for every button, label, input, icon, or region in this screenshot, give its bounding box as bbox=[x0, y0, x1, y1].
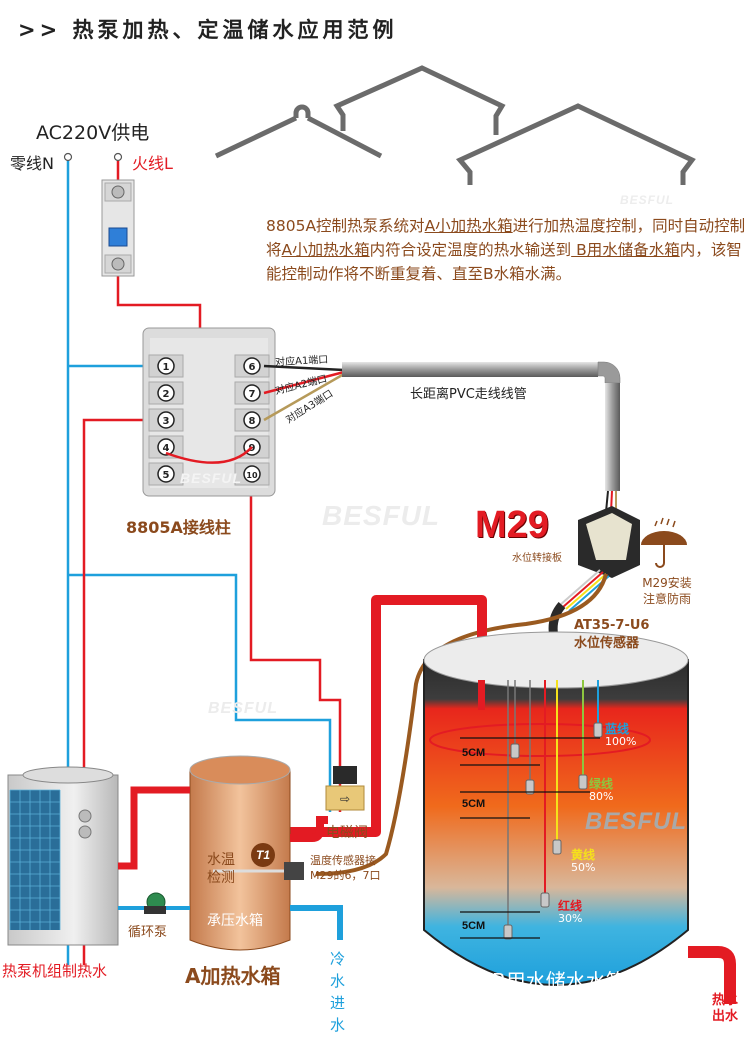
live-terminal bbox=[113, 152, 123, 162]
description-segment: 内，该智能控制动作将不断重复着、直至B水箱水满。 bbox=[266, 241, 742, 283]
terminal-8: 8 bbox=[234, 408, 270, 432]
description-segment: 内符合设定温度的热水输送到 bbox=[369, 241, 572, 259]
sensor-name: 水位传感器 bbox=[574, 636, 640, 651]
description-segment: 进行加热温度控制，同时自动控制将 bbox=[266, 217, 746, 259]
umbrella-icon bbox=[641, 517, 687, 568]
jumper-wire-4-9 bbox=[165, 446, 253, 464]
heat-pump-label: 热泵机组制热水 bbox=[2, 962, 108, 980]
terminal-number: 2 bbox=[163, 389, 170, 400]
description-segment: 8805A控制热泵系统对 bbox=[266, 217, 425, 235]
terminal-1: 1 bbox=[148, 354, 184, 378]
description-highlight: A小加热水箱 bbox=[281, 241, 370, 259]
description-highlight: B用水储备水箱 bbox=[571, 241, 680, 259]
tank-a bbox=[189, 755, 304, 951]
roof-outline bbox=[214, 65, 696, 185]
terminal-number: 3 bbox=[163, 416, 170, 427]
svg-text:⇨: ⇨ bbox=[340, 792, 350, 806]
temp-sensor-note-1: 温度传感器接 bbox=[310, 854, 376, 867]
watermark: BESFUL bbox=[585, 808, 687, 835]
terminal-number: 7 bbox=[249, 389, 256, 400]
reference-probe bbox=[503, 924, 513, 940]
description-text: 8805A控制热泵系统对A小加热水箱进行加热温度控制，同时自动控制将A小加热水箱… bbox=[266, 214, 746, 286]
neutral-terminal bbox=[63, 152, 73, 162]
temp-sensor-note-2: M29的6，7口 bbox=[310, 869, 381, 882]
level-percent: 50% bbox=[571, 861, 596, 874]
circulation-pump-icon bbox=[144, 892, 166, 914]
reference-probe bbox=[525, 779, 535, 795]
sensor-model: AT35-7-U6 bbox=[574, 618, 650, 633]
level-name: 红线 bbox=[558, 899, 583, 913]
hot-water-out-label: 热水出水 bbox=[712, 993, 739, 1024]
spacing-label: 5CM bbox=[462, 747, 486, 759]
terminal-5: 5 bbox=[148, 462, 184, 486]
level-probes bbox=[460, 680, 603, 940]
port-wires bbox=[263, 364, 345, 422]
m29-subtitle: 水位转接板 bbox=[512, 553, 562, 564]
live-label: 火线L bbox=[132, 154, 173, 173]
water-temp-detect-label: 水温检测 bbox=[207, 852, 235, 886]
neutral-label: 零线N bbox=[10, 154, 54, 173]
probe-80 bbox=[578, 680, 588, 790]
level-percent: 100% bbox=[605, 735, 637, 748]
level-percent: 80% bbox=[589, 790, 614, 803]
terminal-2: 2 bbox=[148, 381, 184, 405]
valve-outlet-pipe bbox=[290, 816, 328, 842]
tank-b-label: B用水储水水箱 bbox=[492, 969, 626, 993]
solenoid-valve-icon: ⇨ bbox=[325, 766, 365, 811]
hot-water-out-pipe bbox=[688, 946, 736, 1004]
temperature-sensor-cable bbox=[315, 573, 608, 876]
pump-label: 循环泵 bbox=[128, 925, 168, 940]
tank-a-label: A加热水箱 bbox=[185, 964, 281, 988]
probe-30 bbox=[540, 680, 550, 908]
heat-pump-hot-pipe bbox=[118, 786, 190, 870]
terminal-number: 4 bbox=[163, 443, 170, 454]
watermark: BESFUL bbox=[208, 700, 278, 717]
level-name: 蓝线 bbox=[605, 722, 630, 736]
watermark: BESFUL bbox=[620, 193, 674, 207]
conduit-label: 长距离PVC走线线管 bbox=[410, 387, 527, 402]
spacing-label: 5CM bbox=[462, 920, 486, 932]
reference-probe bbox=[510, 743, 520, 759]
terminal-6: 6 bbox=[234, 354, 270, 378]
port-label-a1: 对应A1端口 bbox=[274, 354, 329, 369]
terminal-number: 1 bbox=[163, 362, 170, 373]
cold-water-in-label: 冷水进水 bbox=[330, 950, 346, 1034]
circuit-breaker-icon bbox=[101, 179, 135, 277]
terminal-number: 5 bbox=[163, 470, 170, 481]
spacing-label: 5CM bbox=[462, 798, 486, 810]
tank-a-inner-label: 承压水箱 bbox=[207, 913, 263, 929]
t1-badge: T1 bbox=[251, 843, 275, 867]
terminal-block-label: 8805A接线柱 bbox=[126, 518, 231, 537]
heat-pump-unit bbox=[7, 766, 119, 946]
power-supply-label: AC220V供电 bbox=[36, 122, 150, 144]
description-highlight: A小加热水箱 bbox=[424, 217, 513, 235]
terminal-number: 10 bbox=[246, 471, 258, 480]
cold-water-pipe bbox=[290, 905, 343, 940]
terminal-10: 10 bbox=[234, 462, 270, 486]
hot-water-pipe-to-b bbox=[290, 595, 487, 837]
inlet-pipe bbox=[478, 680, 485, 710]
rain-note: M29安装注意防雨 bbox=[642, 576, 692, 606]
level-name: 黄线 bbox=[571, 848, 596, 862]
terminal-4: 4 bbox=[148, 435, 184, 459]
level-percent: 30% bbox=[558, 912, 583, 925]
terminal-7: 7 bbox=[234, 381, 270, 405]
page-title: >> 热泵加热、定温储水应用范例 bbox=[18, 18, 398, 42]
level-name: 绿线 bbox=[589, 777, 614, 791]
terminal-brand: BESFUL bbox=[180, 470, 242, 486]
m29-title: M29 bbox=[475, 504, 549, 546]
m29-board bbox=[578, 506, 640, 578]
terminal-number: 6 bbox=[249, 362, 256, 373]
terminal-number: 8 bbox=[249, 416, 256, 427]
probe-100 bbox=[593, 680, 603, 738]
valve-label: 电磁阀 bbox=[326, 825, 368, 841]
terminal-3: 3 bbox=[148, 408, 184, 432]
pvc-conduit bbox=[342, 361, 621, 491]
watermark: BESFUL bbox=[322, 500, 440, 531]
probe-50 bbox=[552, 680, 562, 855]
